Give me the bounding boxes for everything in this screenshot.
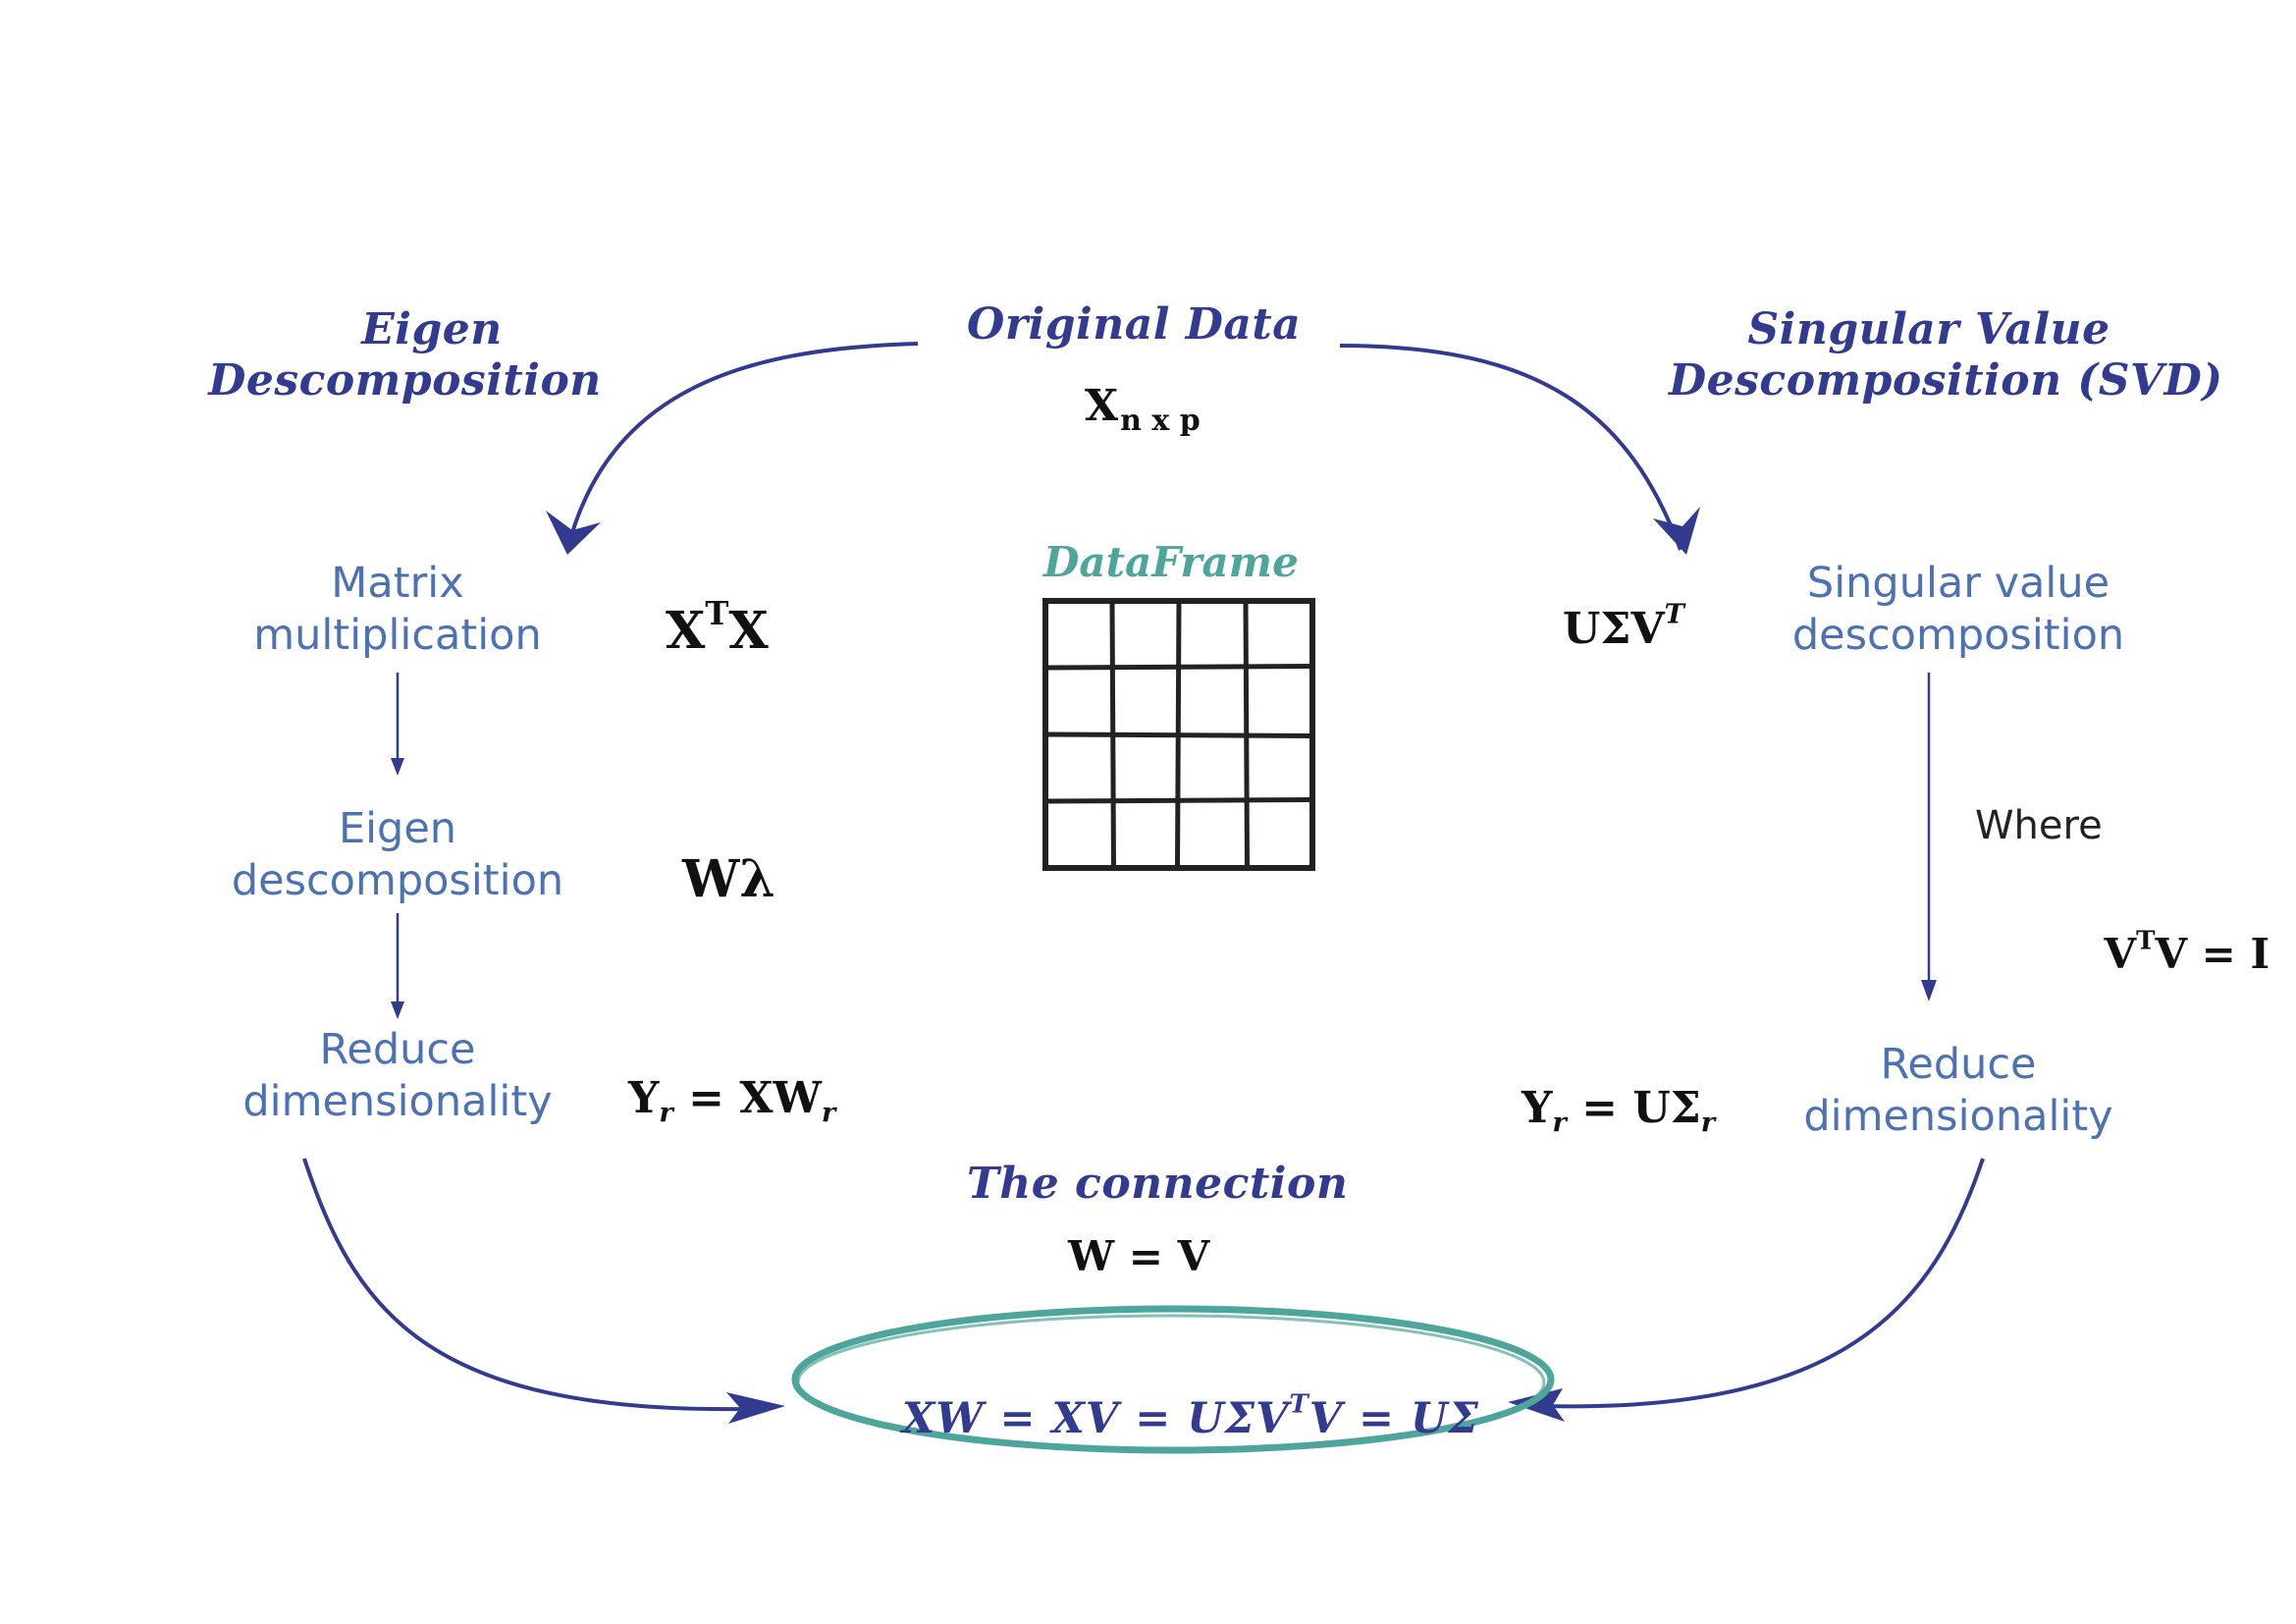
formula-xtx: XTX: [666, 594, 769, 661]
eigen-heading-line2: Descomposition: [208, 354, 602, 406]
formula-usvt: UΣVT: [1563, 598, 1684, 654]
right-step-singular-value-descomposition: Singular value descomposition: [1757, 558, 2160, 663]
step-label: descomposition: [231, 856, 564, 906]
step-label: Reduce: [319, 1025, 476, 1074]
step-label: multiplication: [253, 611, 542, 661]
matrix-symbol: X: [1085, 381, 1119, 431]
where-label: Where: [1975, 803, 2103, 848]
arrow-original-to-svd: [1339, 344, 1682, 551]
arrowhead-right-result: [1508, 1388, 1565, 1422]
svd-heading: Singular Value Descomposition (SVD): [1669, 304, 2223, 406]
eigen-heading: Eigen Descomposition: [208, 304, 618, 406]
formula-left-yr: Yr = XWr: [628, 1073, 836, 1129]
formula-vtv-identity: VTV = I: [2104, 926, 2270, 978]
right-step-reduce-dimensionality: Reduce dimensionality: [1757, 1039, 2160, 1144]
step-label: descomposition: [1791, 611, 2125, 661]
left-step-matrix-multiplication: Matrix multiplication: [201, 558, 594, 663]
dataframe-grid: [1042, 598, 1315, 871]
arrowhead-eigen: [546, 511, 601, 555]
arrow-right-to-result: [1540, 1158, 1985, 1409]
svd-heading-line1: Singular Value: [1747, 304, 2110, 354]
arrow-left-to-result: [302, 1158, 747, 1412]
arrow-original-to-eigen: [565, 342, 919, 551]
original-data-title: Original Data: [967, 299, 1302, 350]
eigen-heading-line1: Eigen: [361, 304, 503, 354]
grid-row-line: [1044, 731, 1313, 738]
svd-heading-line2: Descomposition (SVD): [1669, 354, 2223, 406]
step-label: Matrix: [331, 559, 464, 608]
left-step-eigen-descomposition: Eigen descomposition: [201, 803, 594, 908]
grid-row-line: [1044, 797, 1313, 804]
step-label: Singular value: [1806, 559, 2110, 608]
grid-row-line: [1044, 664, 1313, 671]
matrix-dimensions: n x p: [1120, 404, 1201, 438]
step-label: Eigen: [338, 804, 457, 853]
dataframe-label: DataFrame: [1043, 538, 1299, 586]
original-matrix: Xn x p: [1085, 381, 1201, 438]
arrowhead-left-result: [726, 1392, 785, 1424]
step-label: Reduce: [1880, 1040, 2037, 1089]
final-equation: XW = XV = UΣVTV = UΣ: [901, 1389, 1479, 1443]
left-step-reduce-dimensionality: Reduce dimensionality: [201, 1024, 594, 1129]
step-label: dimensionality: [1803, 1092, 2113, 1142]
arrowhead-svd: [1653, 507, 1700, 555]
formula-w-lambda: Wλ: [682, 849, 775, 909]
connection-formula: W = V: [1068, 1232, 1210, 1280]
formula-right-yr: Yr = UΣr: [1522, 1083, 1716, 1139]
step-label: dimensionality: [242, 1077, 553, 1127]
connection-title: The connection: [967, 1159, 1349, 1209]
